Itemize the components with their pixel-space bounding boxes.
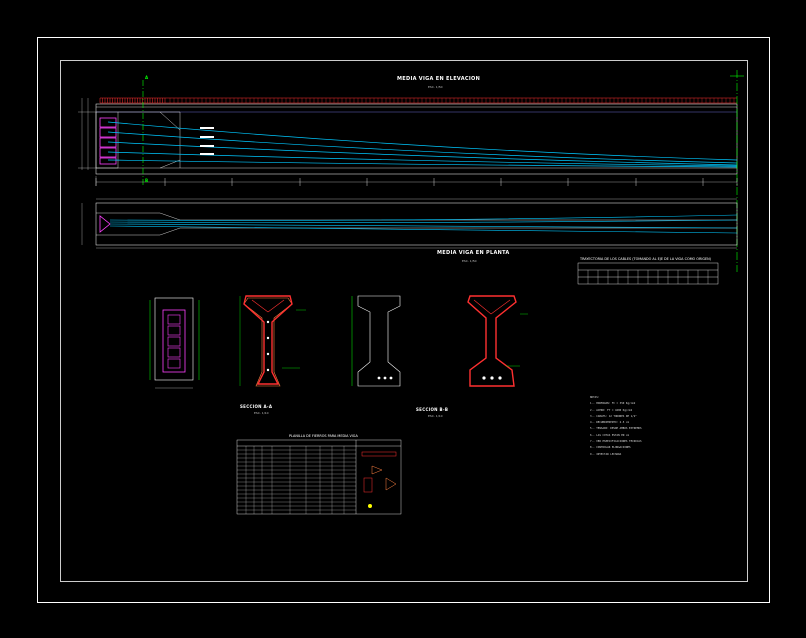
note-line: 9.- INYECTAR LECHADA — [590, 452, 622, 456]
note-line: 8.- CONTROLAR ELONGACIONES — [590, 446, 631, 450]
rebar-table-grid — [237, 446, 356, 514]
section-aa-scale: ESC. 1/10 — [254, 411, 269, 415]
section-aa-title: SECCION A-A — [240, 404, 273, 409]
note-line: NOTAS: — [590, 396, 600, 399]
plan-anchor — [99, 215, 111, 233]
section-aa-elevation — [149, 297, 200, 389]
top-stirrups — [100, 97, 737, 104]
plan-cables — [109, 214, 738, 234]
elevation-title: MEDIA VIGA EN ELEVACION — [397, 76, 481, 82]
note-line: 1.- HORMIGON: FC = 350 Kg/cm2 — [590, 402, 636, 406]
section-bb-title: SECCION B-B — [416, 407, 449, 412]
cut-marker-a: A — [145, 75, 149, 80]
section-bb-scale: ESC. 1/10 — [428, 414, 443, 418]
end-block — [95, 111, 119, 169]
plan-view — [81, 198, 738, 249]
inner-frame — [60, 60, 748, 582]
elevation-beam-outline — [95, 103, 738, 175]
prestress-cables — [107, 121, 738, 168]
left-dimensions — [78, 98, 96, 170]
elevation-dimensions — [95, 176, 737, 186]
cable-label-tags — [200, 127, 214, 155]
cable-table-title: TRAYECTORIA DE LOS CABLES (TOMANDO AL EJ… — [580, 257, 711, 261]
note-line: 6.- LAS COTAS ESTAN EN cm — [590, 433, 630, 437]
stirrup-ticks — [99, 98, 735, 103]
note-line: 5.- TENSADO: DESDE AMBOS EXTREMOS — [590, 427, 642, 431]
note-line: 4.- RECUBRIMIENTO: 2.5 cm — [590, 421, 630, 425]
outer-frame — [37, 37, 770, 603]
anchor-plates — [99, 117, 117, 165]
section-aa-cross — [239, 295, 306, 387]
plan-beam-outline — [95, 202, 738, 246]
elevation-view — [78, 70, 744, 272]
note-line: 7.- VER ESPECIFICACIONES TECNICAS — [590, 440, 642, 444]
note-line: 3.- CABLES: 12 TORONES DE 1/2" — [590, 414, 637, 418]
cut-marker-b: B — [145, 178, 149, 183]
section-bb-cross — [467, 295, 528, 387]
notes-block: NOTAS: 1.- HORMIGON: FC = 350 Kg/cm2 2.-… — [590, 395, 710, 458]
note-line: 2.- ACERO: FY = 4200 Kg/cm2 — [590, 408, 633, 412]
rebar-table-title: PLANILLA DE FIERROS PARA MEDIA VIGA — [289, 434, 358, 438]
plan-scale: ESC. 1/50 — [462, 259, 477, 263]
rebar-detail-sketches — [361, 451, 397, 508]
plan-title: MEDIA VIGA EN PLANTA — [437, 250, 510, 256]
cable-table-columns — [587, 270, 709, 284]
elevation-scale: ESC. 1/50 — [428, 85, 443, 89]
midspan-axis — [730, 70, 744, 272]
section-bb-elevation — [351, 295, 401, 387]
dim-ticks — [95, 178, 738, 186]
rebar-schedule-table — [236, 439, 402, 515]
